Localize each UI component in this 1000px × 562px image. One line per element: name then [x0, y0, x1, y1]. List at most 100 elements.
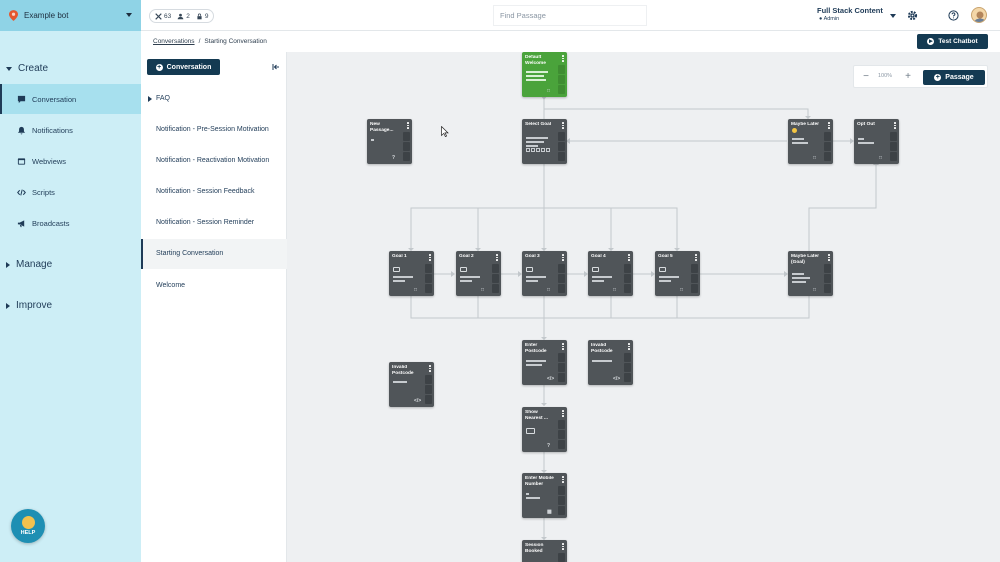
play-icon: ▸	[927, 38, 935, 45]
bot-selector[interactable]: Example bot	[0, 0, 141, 31]
node-title: Select Goal	[525, 122, 552, 127]
passage-item-welcome[interactable]: Welcome	[141, 280, 287, 292]
breadcrumb-conversations[interactable]: Conversations	[153, 38, 195, 45]
more-vertical-icon[interactable]	[628, 254, 630, 261]
node-enter-mobile[interactable]: Enter Mobile Number ▩	[522, 473, 567, 518]
new-conversation-button[interactable]: + Conversation	[147, 59, 220, 75]
sidebar-item-notifications[interactable]: Notifications	[0, 115, 141, 145]
users-icon	[177, 13, 184, 19]
passage-item-label: Notification - Session Feedback	[156, 188, 255, 195]
passage-item-label: Welcome	[156, 282, 186, 289]
node-goal-2[interactable]: Goal 2 □	[456, 251, 501, 296]
more-vertical-icon[interactable]	[695, 254, 697, 261]
zoom-out-button[interactable]: −	[863, 71, 869, 82]
breadcrumb-separator: /	[198, 38, 201, 45]
more-vertical-icon[interactable]	[496, 254, 498, 261]
caret-right-icon	[6, 302, 10, 309]
chat-icon: □	[547, 88, 551, 94]
node-maybe-later[interactable]: Maybe Later □	[788, 119, 833, 164]
sidebar-item-conversation[interactable]: Conversation	[0, 84, 141, 114]
node-title: Invalid Postcode	[591, 343, 613, 354]
collapse-panel-icon[interactable]	[272, 63, 280, 71]
node-goal-3[interactable]: Goal 3 □	[522, 251, 567, 296]
sidebar-item-label: Webviews	[32, 156, 67, 166]
section-manage-label: Manage	[16, 259, 53, 270]
passage-item-session-feedback[interactable]: Notification - Session Feedback	[141, 186, 287, 198]
node-goal-1[interactable]: Goal 1 □	[389, 251, 434, 296]
workspace-selector[interactable]: Full Stack Content ● Admin	[817, 6, 896, 22]
node-maybe-later-goal[interactable]: Maybe Later (Goal) □	[788, 251, 833, 296]
node-opt-out[interactable]: Opt Out □	[854, 119, 899, 164]
gear-icon[interactable]	[907, 10, 918, 21]
node-title: Enter Postcode	[525, 343, 547, 354]
section-improve[interactable]: Improve	[6, 300, 52, 311]
avatar[interactable]	[971, 7, 987, 23]
node-title: Goal 5	[658, 254, 673, 259]
more-vertical-icon[interactable]	[562, 55, 564, 62]
node-title: Goal 2	[459, 254, 474, 259]
passage-item-faq[interactable]: FAQ	[141, 93, 287, 105]
sms-icon: ▩	[547, 509, 552, 515]
sidebar-item-broadcasts[interactable]: Broadcasts	[0, 208, 141, 238]
add-passage-button[interactable]: + Passage	[923, 70, 985, 85]
more-vertical-icon[interactable]	[562, 122, 564, 129]
node-show-nearest[interactable]: Show Nearest ... ?	[522, 407, 567, 452]
question-icon: ?	[392, 155, 396, 161]
node-title: Invalid Postcode	[392, 365, 414, 376]
question-icon: ?	[547, 443, 551, 449]
chat-icon: □	[481, 287, 485, 293]
sidebar-item-scripts[interactable]: Scripts	[0, 177, 141, 207]
user-avatar-icon	[974, 11, 986, 22]
node-default-welcome[interactable]: Default Welcome □	[522, 52, 567, 97]
node-title: Show Nearest ...	[525, 410, 548, 421]
passage-item-starting-conversation[interactable]: Starting Conversation	[141, 239, 287, 269]
more-vertical-icon[interactable]	[628, 343, 630, 350]
node-session-booked[interactable]: Session Booked	[522, 540, 567, 562]
test-chatbot-button[interactable]: ▸ Test Chatbot	[917, 34, 988, 49]
chat-icon: □	[414, 287, 418, 293]
more-vertical-icon[interactable]	[429, 365, 431, 372]
section-create[interactable]: Create	[6, 63, 48, 74]
flow-connections	[408, 96, 879, 540]
stat-users: 2	[177, 13, 190, 20]
add-passage-label: Passage	[945, 74, 974, 81]
node-enter-postcode[interactable]: Enter Postcode </>	[522, 340, 567, 385]
passage-item-pre-session[interactable]: Notification - Pre-Session Motivation	[141, 119, 287, 141]
more-vertical-icon[interactable]	[407, 122, 409, 129]
passage-item-label: FAQ	[156, 95, 171, 102]
more-vertical-icon[interactable]	[562, 343, 564, 350]
node-new-passage[interactable]: New Passage... ?	[367, 119, 412, 164]
zoom-in-button[interactable]: +	[905, 71, 911, 82]
help-circle-icon[interactable]	[948, 10, 959, 21]
node-invalid-postcode-a[interactable]: Invalid Postcode </>	[588, 340, 633, 385]
more-vertical-icon[interactable]	[562, 254, 564, 261]
section-improve-label: Improve	[16, 300, 53, 311]
more-vertical-icon[interactable]	[828, 122, 830, 129]
more-vertical-icon[interactable]	[562, 476, 564, 483]
emoji-icon	[792, 128, 797, 133]
node-select-goal[interactable]: Select Goal	[522, 119, 567, 164]
section-manage[interactable]: Manage	[6, 259, 52, 270]
node-goal-4[interactable]: Goal 4 □	[588, 251, 633, 296]
zoom-level: 100%	[878, 73, 893, 79]
more-vertical-icon[interactable]	[894, 122, 896, 129]
help-button[interactable]: HELP	[11, 509, 45, 543]
more-vertical-icon[interactable]	[562, 410, 564, 417]
passage-item-session-reminder[interactable]: Notification - Session Reminder	[141, 217, 287, 229]
more-vertical-icon[interactable]	[562, 543, 564, 550]
chat-icon: □	[813, 287, 817, 293]
node-invalid-postcode-b[interactable]: Invalid Postcode </>	[389, 362, 434, 407]
passage-item-reactivation[interactable]: Notification - Reactivation Motivation	[141, 150, 287, 172]
sidebar-item-webviews[interactable]: Webviews	[0, 146, 141, 176]
zoom-toolbar: − 100% + + Passage	[853, 65, 988, 88]
caret-right-icon	[6, 261, 10, 268]
sub-bar: Conversations/Starting Conversation ▸ Te…	[141, 31, 1000, 52]
node-goal-5[interactable]: Goal 5 □	[655, 251, 700, 296]
stat-tools-value: 63	[164, 12, 172, 20]
bot-stats: 63 2 9	[149, 9, 215, 23]
more-vertical-icon[interactable]	[828, 254, 830, 261]
find-passage-input[interactable]	[493, 5, 647, 26]
flow-canvas[interactable]: Default Welcome □ New Passage... ? Selec…	[287, 52, 1000, 562]
more-vertical-icon[interactable]	[429, 254, 431, 261]
megaphone-icon	[17, 219, 25, 227]
